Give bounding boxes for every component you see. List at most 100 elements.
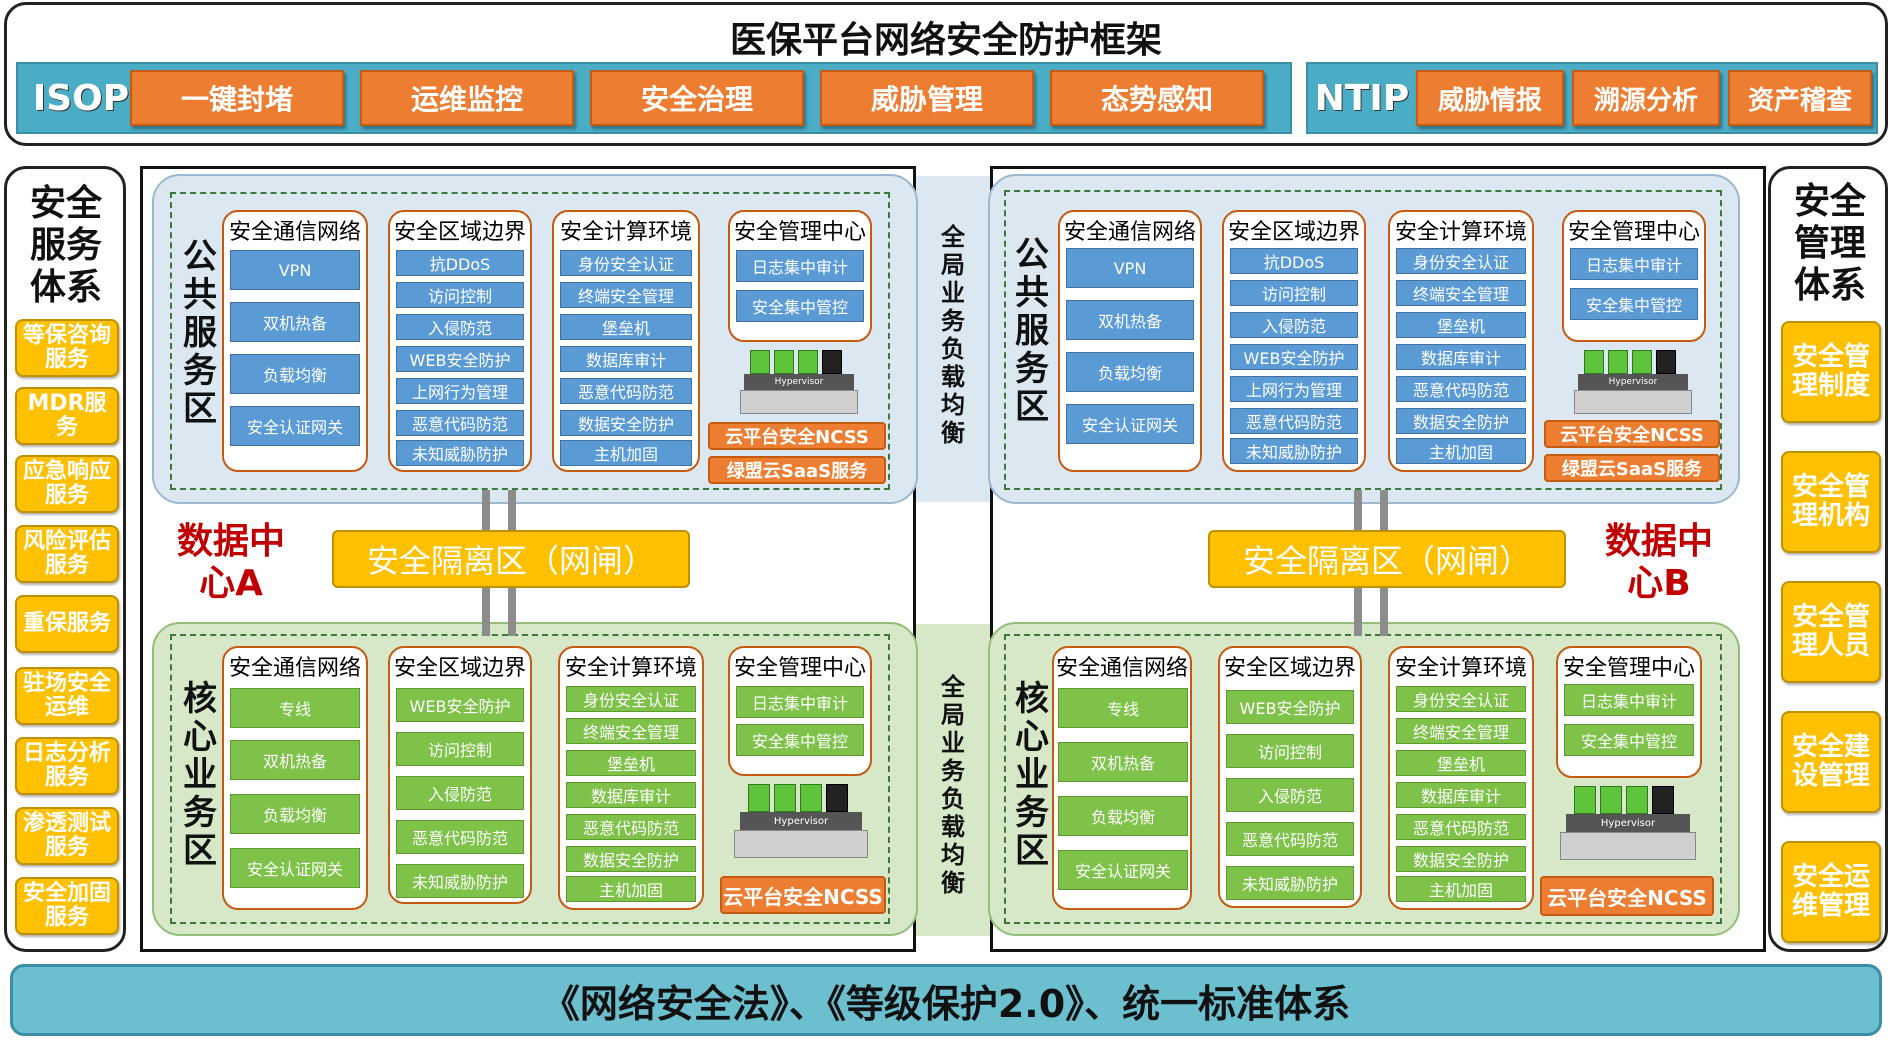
- left-item-3[interactable]: 风险评估服务: [15, 525, 119, 583]
- left-item-4[interactable]: 重保服务: [15, 595, 119, 653]
- item[interactable]: 恶意代码防范: [560, 378, 692, 404]
- item[interactable]: 入侵防范: [396, 776, 524, 810]
- item[interactable]: 负载均衡: [1058, 796, 1188, 836]
- item[interactable]: 数据安全防护: [566, 846, 696, 872]
- item[interactable]: 日志集中审计: [736, 686, 864, 718]
- item[interactable]: 身份安全认证: [566, 686, 696, 712]
- item[interactable]: 恶意代码防范: [1230, 408, 1358, 434]
- item[interactable]: 安全认证网关: [230, 406, 360, 446]
- right-item-1[interactable]: 安全管理机构: [1781, 451, 1881, 553]
- security-gap-b[interactable]: 安全隔离区（网闸）: [1208, 530, 1566, 588]
- item[interactable]: 访问控制: [1226, 734, 1354, 768]
- item[interactable]: 访问控制: [1230, 280, 1358, 306]
- item[interactable]: VPN: [1066, 248, 1194, 288]
- item[interactable]: 数据库审计: [560, 346, 692, 372]
- item[interactable]: 主机加固: [1396, 876, 1526, 902]
- item[interactable]: 入侵防范: [1230, 312, 1358, 338]
- item[interactable]: 专线: [1058, 688, 1188, 728]
- right-item-3[interactable]: 安全建设管理: [1781, 711, 1881, 813]
- item[interactable]: 双机热备: [1058, 742, 1188, 782]
- item[interactable]: WEB安全防护: [396, 688, 524, 722]
- item[interactable]: WEB安全防护: [1226, 690, 1354, 724]
- item[interactable]: VPN: [230, 250, 360, 290]
- item[interactable]: WEB安全防护: [396, 346, 524, 372]
- ntip-item-2[interactable]: 资产稽查: [1728, 70, 1872, 126]
- item[interactable]: 抗DDoS: [396, 250, 524, 276]
- item[interactable]: 日志集中审计: [736, 250, 864, 282]
- item[interactable]: 日志集中审计: [1564, 684, 1694, 716]
- item[interactable]: 恶意代码防范: [566, 814, 696, 840]
- item[interactable]: 终端安全管理: [1396, 718, 1526, 744]
- item[interactable]: 双机热备: [230, 302, 360, 342]
- isop-item-3[interactable]: 威胁管理: [820, 70, 1034, 126]
- right-item-0[interactable]: 安全管理制度: [1781, 321, 1881, 423]
- item[interactable]: 主机加固: [560, 440, 692, 466]
- item[interactable]: 终端安全管理: [1396, 280, 1526, 306]
- item[interactable]: 未知威胁防护: [396, 864, 524, 898]
- left-item-0[interactable]: 等保咨询服务: [15, 319, 119, 377]
- item[interactable]: 负载均衡: [230, 794, 360, 834]
- dc-b-pub-saas[interactable]: 绿盟云SaaS服务: [1544, 454, 1720, 482]
- ntip-item-0[interactable]: 威胁情报: [1416, 70, 1564, 126]
- security-gap-a[interactable]: 安全隔离区（网闸）: [332, 530, 690, 588]
- item[interactable]: 安全集中管控: [1564, 724, 1694, 756]
- item[interactable]: 访问控制: [396, 732, 524, 766]
- item[interactable]: 双机热备: [1066, 300, 1194, 340]
- item[interactable]: 堡垒机: [1396, 750, 1526, 776]
- item[interactable]: 安全集中管控: [736, 290, 864, 322]
- item[interactable]: 身份安全认证: [560, 250, 692, 276]
- isop-item-4[interactable]: 态势感知: [1050, 70, 1264, 126]
- item[interactable]: 数据安全防护: [560, 410, 692, 436]
- item[interactable]: 主机加固: [566, 876, 696, 902]
- item[interactable]: 数据安全防护: [1396, 408, 1526, 434]
- item[interactable]: 恶意代码防范: [1226, 822, 1354, 856]
- item[interactable]: 专线: [230, 688, 360, 728]
- isop-item-1[interactable]: 运维监控: [360, 70, 574, 126]
- right-item-4[interactable]: 安全运维管理: [1781, 841, 1881, 943]
- item[interactable]: 未知威胁防护: [1226, 866, 1354, 900]
- right-item-2[interactable]: 安全管理人员: [1781, 581, 1881, 683]
- dc-b-pub-ncss[interactable]: 云平台安全NCSS: [1544, 420, 1720, 448]
- item[interactable]: 未知威胁防护: [1230, 438, 1358, 464]
- item[interactable]: 恶意代码防范: [396, 410, 524, 436]
- item[interactable]: 数据库审计: [1396, 344, 1526, 370]
- item[interactable]: 未知威胁防护: [396, 440, 524, 466]
- item[interactable]: 访问控制: [396, 282, 524, 308]
- dc-b-core-ncss[interactable]: 云平台安全NCSS: [1540, 876, 1714, 916]
- dc-a-core-ncss[interactable]: 云平台安全NCSS: [720, 876, 886, 914]
- isop-item-0[interactable]: 一键封堵: [130, 70, 344, 126]
- item[interactable]: 恶意代码防范: [396, 820, 524, 854]
- item[interactable]: 堡垒机: [566, 750, 696, 776]
- item[interactable]: 数据库审计: [566, 782, 696, 808]
- ntip-item-1[interactable]: 溯源分析: [1572, 70, 1720, 126]
- item[interactable]: 终端安全管理: [560, 282, 692, 308]
- isop-item-2[interactable]: 安全治理: [590, 70, 804, 126]
- left-item-2[interactable]: 应急响应服务: [15, 455, 119, 513]
- item[interactable]: 日志集中审计: [1570, 248, 1698, 280]
- item[interactable]: 入侵防范: [396, 314, 524, 340]
- left-item-6[interactable]: 日志分析服务: [15, 737, 119, 795]
- item[interactable]: 身份安全认证: [1396, 248, 1526, 274]
- item[interactable]: 数据库审计: [1396, 782, 1526, 808]
- left-item-5[interactable]: 驻场安全运维: [15, 667, 119, 725]
- dc-a-pub-saas[interactable]: 绿盟云SaaS服务: [708, 456, 886, 484]
- item[interactable]: 身份安全认证: [1396, 686, 1526, 712]
- item[interactable]: WEB安全防护: [1230, 344, 1358, 370]
- item[interactable]: 安全认证网关: [230, 848, 360, 888]
- left-item-1[interactable]: MDR服务: [15, 387, 119, 445]
- item[interactable]: 安全认证网关: [1058, 850, 1188, 890]
- item[interactable]: 入侵防范: [1226, 778, 1354, 812]
- item[interactable]: 负载均衡: [1066, 352, 1194, 392]
- item[interactable]: 抗DDoS: [1230, 248, 1358, 274]
- item[interactable]: 恶意代码防范: [1396, 376, 1526, 402]
- item[interactable]: 安全认证网关: [1066, 404, 1194, 444]
- left-item-8[interactable]: 安全加固服务: [15, 877, 119, 935]
- item[interactable]: 负载均衡: [230, 354, 360, 394]
- item[interactable]: 终端安全管理: [566, 718, 696, 744]
- item[interactable]: 堡垒机: [560, 314, 692, 340]
- item[interactable]: 堡垒机: [1396, 312, 1526, 338]
- item[interactable]: 主机加固: [1396, 438, 1526, 464]
- item[interactable]: 安全集中管控: [1570, 288, 1698, 320]
- item[interactable]: 双机热备: [230, 740, 360, 780]
- dc-a-pub-ncss[interactable]: 云平台安全NCSS: [708, 422, 886, 450]
